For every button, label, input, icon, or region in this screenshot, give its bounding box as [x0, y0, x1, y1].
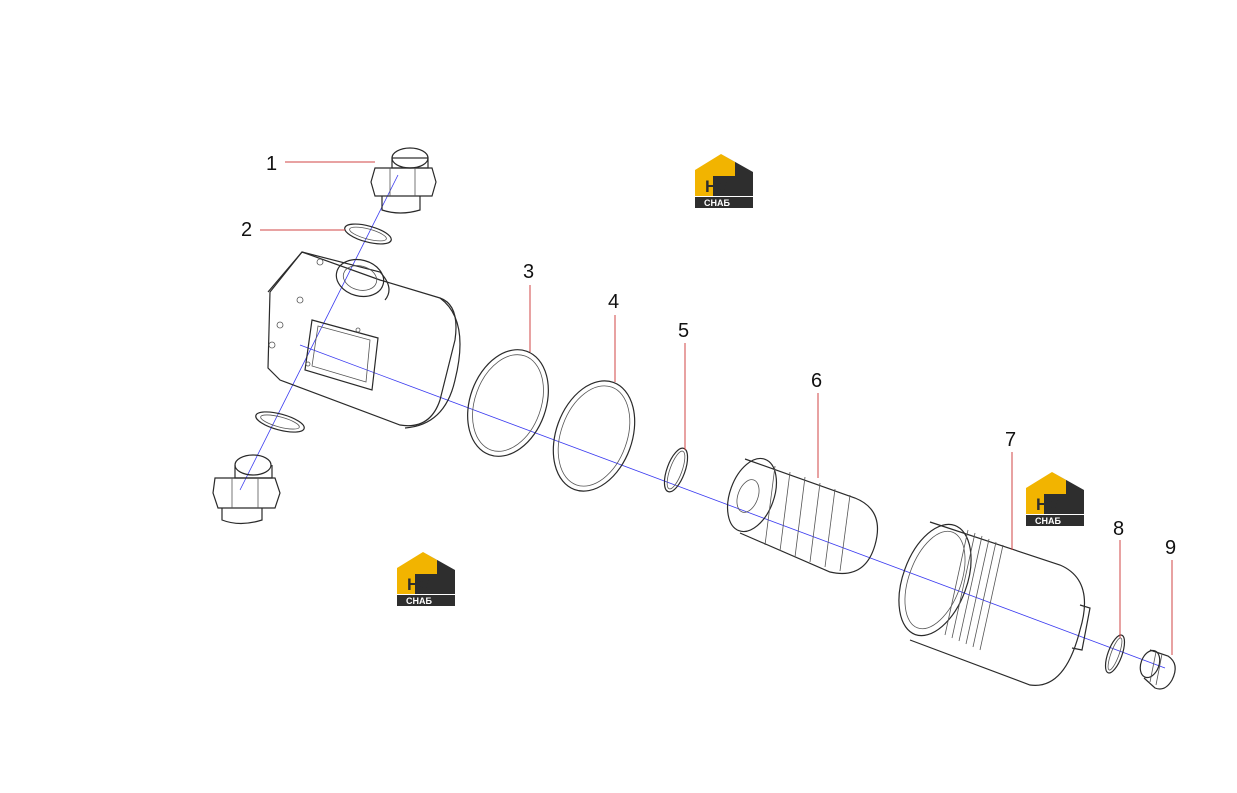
logo-mark-text: НЗ: [705, 177, 728, 196]
logo-subtext: СНАБ: [704, 198, 730, 208]
callout-9: 9: [1165, 537, 1176, 559]
logo-mark-text: НЗ: [1036, 495, 1059, 514]
lower-o-ring: [255, 411, 305, 433]
filter-head-housing: [267, 251, 461, 429]
callout-5: 5: [678, 320, 689, 342]
part-6-filter-element: [726, 457, 879, 575]
callout-7: 7: [1005, 429, 1016, 451]
part-2-upper-o-ring: [344, 223, 392, 245]
part-5-small-seal-ring: [663, 447, 689, 493]
logo-mark-text: НЗ: [407, 575, 430, 594]
watermark-logo: НЗ СНАБ: [397, 552, 455, 606]
part-1-upper-fitting: [370, 147, 437, 214]
callout-8: 8: [1113, 518, 1124, 540]
part-3-large-seal-ring: [467, 349, 549, 457]
assembly-axis-main: [299, 344, 1166, 669]
watermark-logo: НЗ СНАБ: [695, 154, 753, 208]
part-4-large-seal-ring: [552, 380, 636, 492]
callout-1: 1: [266, 153, 277, 175]
logo-subtext: СНАБ: [1035, 516, 1061, 526]
part-7-filter-bowl: [898, 521, 1091, 686]
callout-3: 3: [523, 261, 534, 283]
watermark-logo: НЗ СНАБ: [1026, 472, 1084, 526]
callout-4: 4: [608, 291, 619, 313]
callout-6: 6: [811, 370, 822, 392]
part-8-small-o-ring: [1104, 634, 1126, 674]
logo-subtext: СНАБ: [406, 596, 432, 606]
lower-fitting: [212, 454, 281, 525]
part-9-drain-plug: [1139, 649, 1176, 690]
callout-2: 2: [241, 219, 252, 241]
assembly-axis-vertical: [239, 174, 399, 491]
